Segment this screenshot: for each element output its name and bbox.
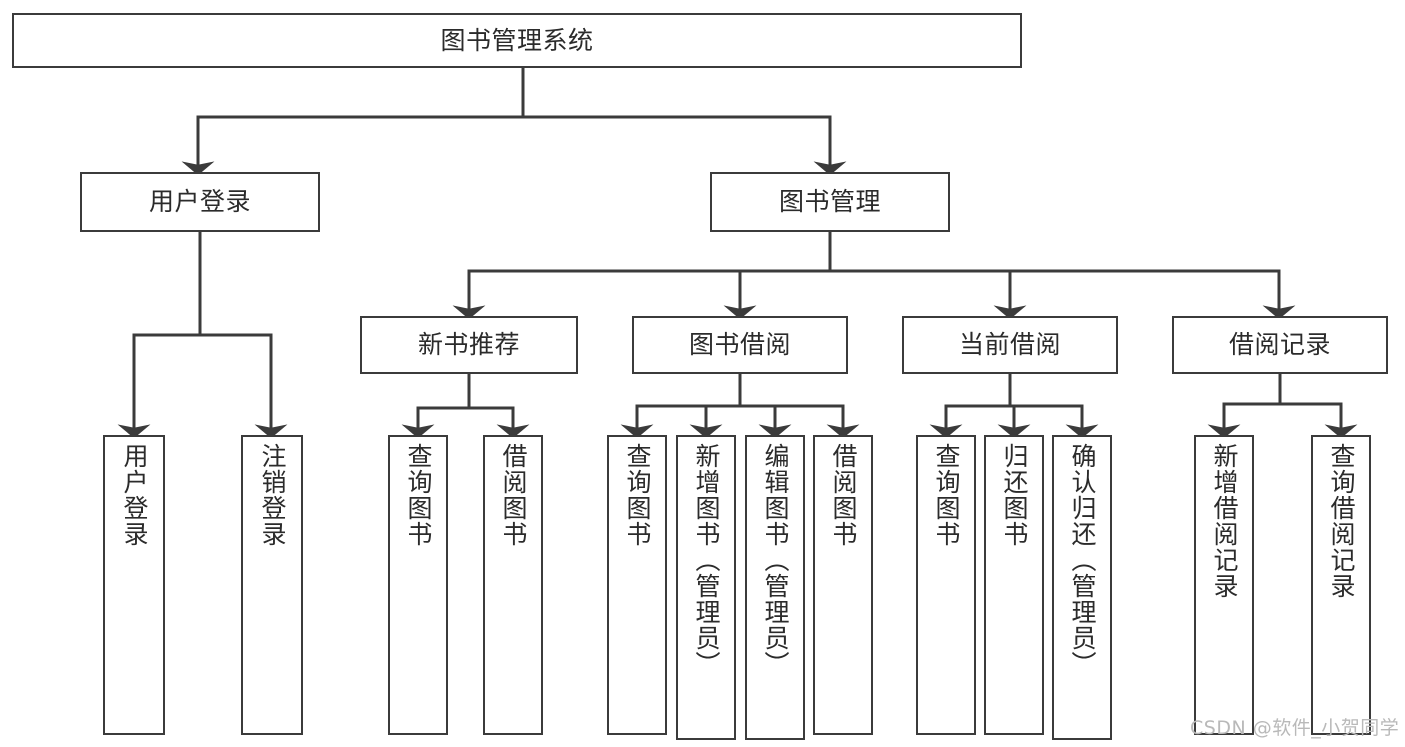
node-user-login-label: 用户登录 xyxy=(148,187,251,216)
node-book-borrow-label: 图书借阅 xyxy=(688,330,791,359)
leaf-logout-label: 注销登录 xyxy=(258,443,287,547)
leaf-confirm-return-admin[interactable]: 确认归还（管理员） xyxy=(1052,435,1112,740)
leaf-query-borrow-record[interactable]: 查询借阅记录 xyxy=(1311,435,1371,735)
leaf-borrow-books-newbook-label: 借阅图书 xyxy=(499,443,528,547)
leaf-borrow-book[interactable]: 借阅图书 xyxy=(813,435,873,735)
node-book-management[interactable]: 图书管理 xyxy=(710,172,950,232)
leaf-query-books-newbook-label: 查询图书 xyxy=(404,443,433,547)
csdn-watermark: CSDN @软件_小贺同学 xyxy=(1190,717,1400,739)
leaf-borrow-books-newbook[interactable]: 借阅图书 xyxy=(483,435,543,735)
leaf-query-books-borrow-label: 查询图书 xyxy=(623,443,652,547)
leaf-edit-book-admin[interactable]: 编辑图书（管理员） xyxy=(745,435,805,740)
leaf-query-borrow-record-label: 查询借阅记录 xyxy=(1327,443,1356,599)
node-root-label: 图书管理系统 xyxy=(440,25,594,55)
leaf-user-login-label: 用户登录 xyxy=(120,443,149,547)
leaf-add-book-admin[interactable]: 新增图书（管理员） xyxy=(676,435,736,740)
node-user-login[interactable]: 用户登录 xyxy=(80,172,320,232)
node-borrow-records-label: 借阅记录 xyxy=(1228,330,1331,359)
node-current-borrow-label: 当前借阅 xyxy=(958,330,1061,359)
node-book-management-label: 图书管理 xyxy=(778,187,881,216)
leaf-query-books-current[interactable]: 查询图书 xyxy=(916,435,976,735)
leaf-query-books-newbook[interactable]: 查询图书 xyxy=(388,435,448,735)
leaf-add-borrow-record-label: 新增借阅记录 xyxy=(1210,443,1239,599)
leaf-query-books-borrow[interactable]: 查询图书 xyxy=(607,435,667,735)
leaf-logout[interactable]: 注销登录 xyxy=(241,435,303,735)
node-current-borrow[interactable]: 当前借阅 xyxy=(902,316,1118,374)
node-new-book-recommend[interactable]: 新书推荐 xyxy=(360,316,578,374)
node-book-borrow[interactable]: 图书借阅 xyxy=(632,316,848,374)
node-new-book-recommend-label: 新书推荐 xyxy=(417,330,520,359)
node-borrow-records[interactable]: 借阅记录 xyxy=(1172,316,1388,374)
leaf-return-book-label: 归还图书 xyxy=(1000,443,1029,547)
leaf-query-books-current-label: 查询图书 xyxy=(932,443,961,547)
leaf-edit-book-admin-label: 编辑图书（管理员） xyxy=(761,443,790,677)
node-root[interactable]: 图书管理系统 xyxy=(12,13,1022,68)
leaf-confirm-return-admin-label: 确认归还（管理员） xyxy=(1068,443,1097,677)
leaf-add-book-admin-label: 新增图书（管理员） xyxy=(692,443,721,677)
leaf-user-login[interactable]: 用户登录 xyxy=(103,435,165,735)
leaf-return-book[interactable]: 归还图书 xyxy=(984,435,1044,735)
leaf-add-borrow-record[interactable]: 新增借阅记录 xyxy=(1194,435,1254,735)
leaf-borrow-book-label: 借阅图书 xyxy=(829,443,858,547)
